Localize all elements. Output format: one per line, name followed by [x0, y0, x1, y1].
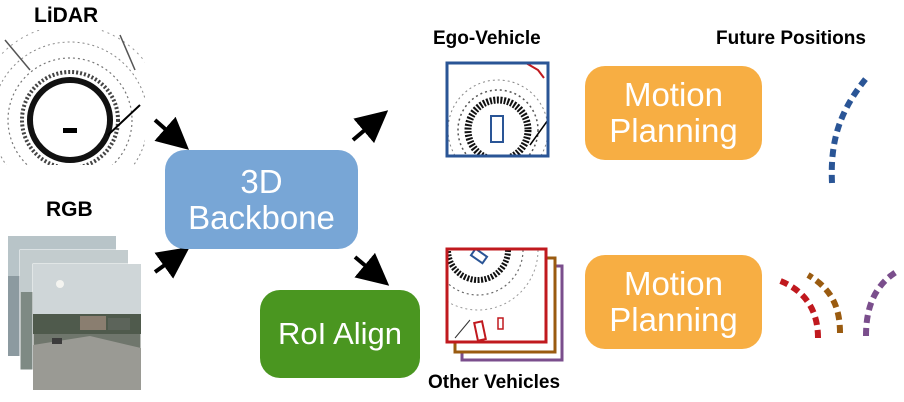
backbone-line2: Backbone	[188, 198, 335, 236]
arrow-icon	[351, 110, 389, 144]
roi-align-label: RoI Align	[277, 316, 403, 351]
roi-align-block: RoI Align	[260, 290, 420, 378]
motion-planning-other-line1: Motion	[623, 265, 724, 302]
arrow-icon	[153, 246, 190, 279]
ego-future-trajectory	[828, 74, 871, 184]
lidar-label: LiDAR	[34, 4, 99, 27]
other-trajectory-brown	[806, 272, 843, 334]
motion-planning-ego-line1: Motion	[623, 76, 724, 113]
other-trajectory-purple	[863, 269, 898, 337]
rgb-camera-frames	[8, 236, 142, 391]
lidar-scan-image	[0, 30, 145, 165]
motion-planning-ego-line2: Planning	[609, 112, 738, 149]
rgb-label: RGB	[46, 198, 93, 221]
arrow-icon	[353, 252, 390, 286]
other-vehicles-label: Other Vehicles	[428, 372, 561, 393]
other-trajectory-red	[776, 277, 821, 339]
backbone-line1: 3D	[240, 162, 283, 200]
arrow-icon	[153, 116, 190, 150]
motion-planning-other-line2: Planning	[609, 301, 738, 338]
motion-planning-other-block: Motion Planning	[585, 255, 762, 349]
motion-planning-ego-block: Motion Planning	[585, 66, 762, 160]
ego-bev-crop	[445, 61, 550, 158]
other-vehicle-bev-crops	[445, 247, 564, 362]
ego-vehicle-label: Ego-Vehicle	[433, 28, 541, 49]
future-positions-label: Future Positions	[716, 28, 866, 49]
3d-backbone-block: 3D Backbone	[165, 150, 358, 249]
